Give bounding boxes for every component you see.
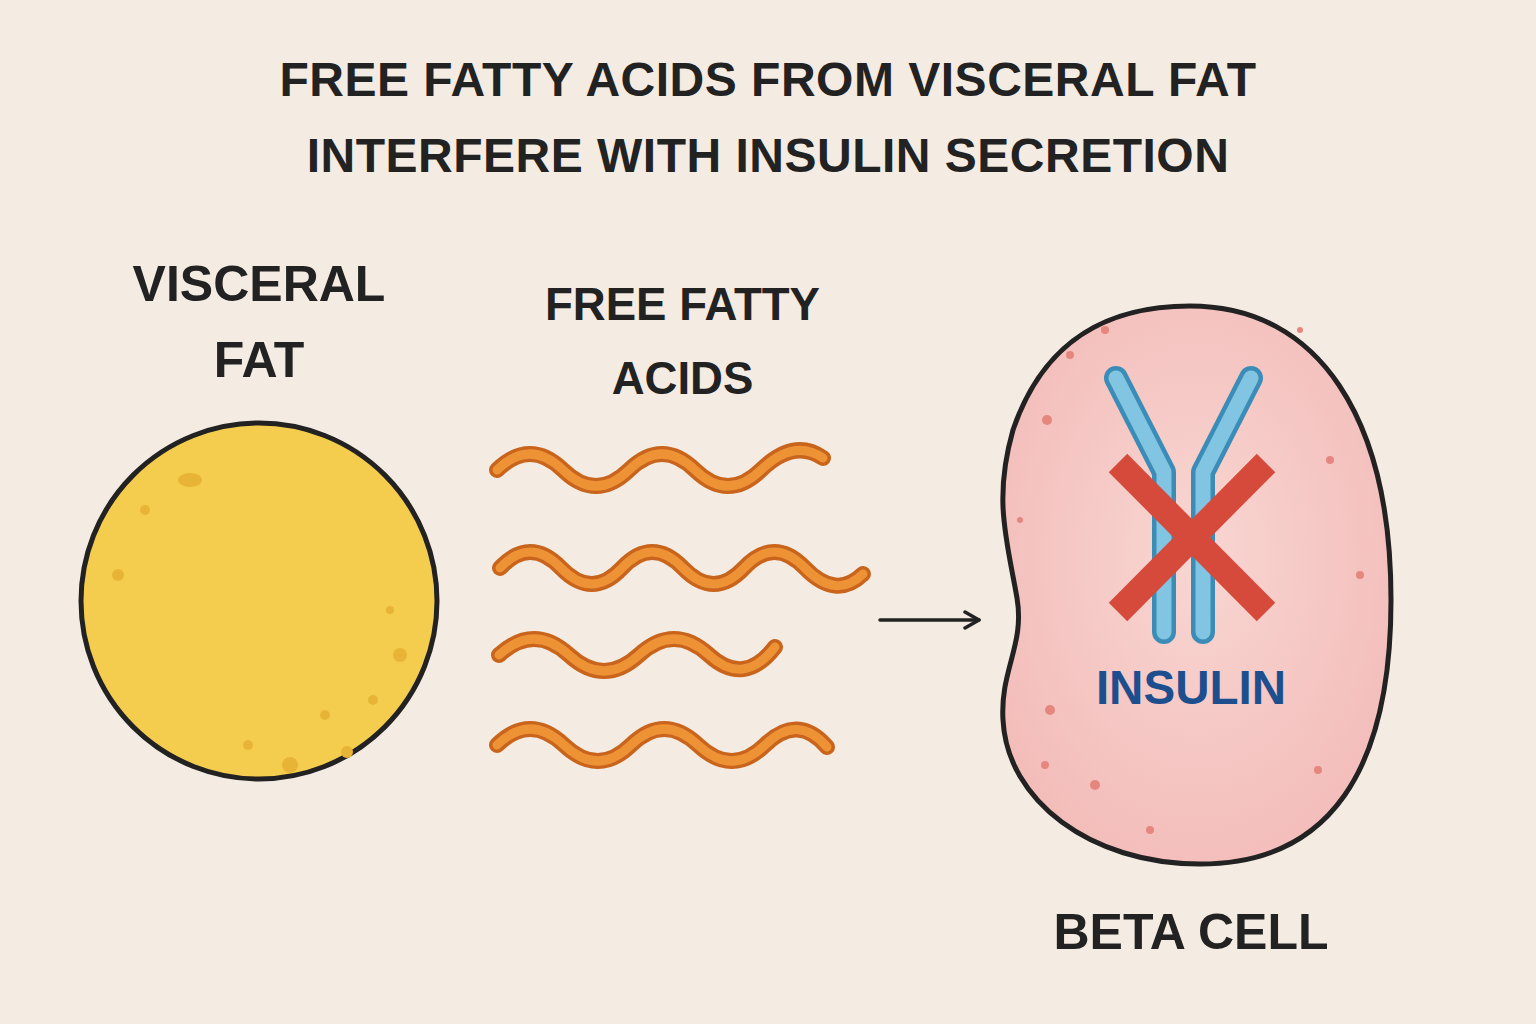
fat-speckles	[112, 473, 407, 773]
node-heading: BETA CELL	[945, 900, 1437, 964]
fatty-acid-squiggles	[497, 450, 863, 761]
block-cross	[1118, 463, 1266, 612]
cell-membrane	[985, 300, 1397, 870]
diagram-title: FREE FATTY ACIDS FROM VISCERAL FAT INTER…	[168, 42, 1368, 194]
cell-outline	[78, 420, 440, 782]
fat-cell: VISCERAL FAT	[78, 420, 440, 782]
beta-cell-body	[1003, 306, 1391, 864]
fatty-acid-group: FREE FATTY ACIDS	[485, 268, 880, 768]
node-heading: FREE FATTY ACIDS	[485, 268, 880, 416]
cell-label: INSULIN	[985, 658, 1397, 718]
receptor-symbol	[1116, 378, 1251, 632]
beta-cell: INSULINBETA CELL	[985, 300, 1397, 870]
node-heading: VISCERAL FAT	[99, 246, 419, 398]
arrow-connector	[880, 618, 979, 622]
fat-cell-body	[81, 423, 437, 779]
cell-speckles	[1017, 326, 1364, 834]
